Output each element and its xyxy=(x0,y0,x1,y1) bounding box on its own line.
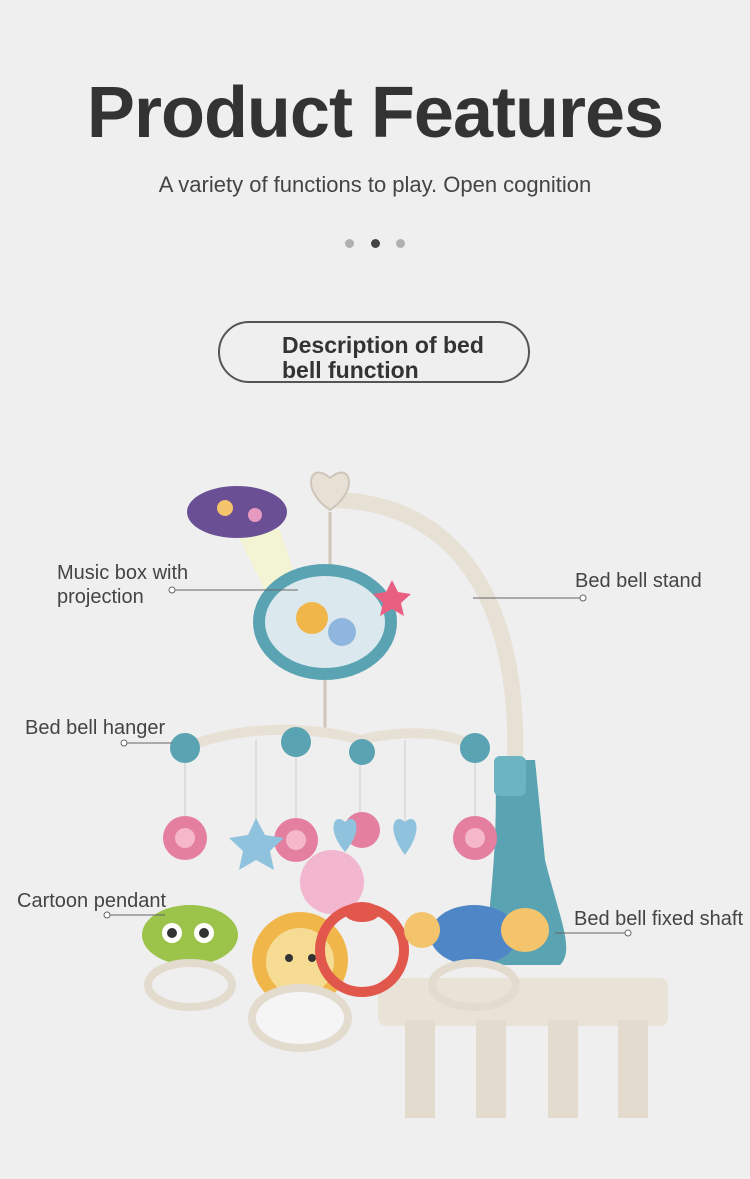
pager-dot[interactable] xyxy=(345,239,355,248)
callout-stand: Bed bell stand xyxy=(575,570,702,592)
star-button xyxy=(373,580,411,616)
page-subtitle: A variety of functions to play. Open cog… xyxy=(158,172,592,197)
bed-bell-hanger xyxy=(180,724,480,753)
pink-ball xyxy=(300,850,364,914)
star-ornament xyxy=(229,818,284,870)
callout-shaft: Bed bell fixed shaft xyxy=(574,908,743,930)
bed-bell-fixed-shaft xyxy=(487,760,567,965)
callout-music-box: Music box with projection xyxy=(57,562,189,608)
heart-ornament xyxy=(393,818,417,855)
elephant-pendant xyxy=(430,905,518,965)
owl-pendant xyxy=(142,905,238,965)
callout-hanger: Bed bell hanger xyxy=(25,717,166,739)
bed-bell-stand xyxy=(322,492,524,768)
callout-pendant: Cartoon pendant xyxy=(17,890,167,912)
section-label-line2: bell function xyxy=(282,357,419,383)
section-label-line1: Description of bed xyxy=(282,332,484,358)
pager-dot-active[interactable] xyxy=(370,239,380,248)
projection-image xyxy=(187,486,287,538)
section-label: Description of bed bell function xyxy=(218,321,530,383)
heart-hook xyxy=(310,471,350,512)
page-title: Product Features xyxy=(86,73,664,153)
pager-dot[interactable] xyxy=(395,239,405,248)
crib-rail xyxy=(378,978,668,1026)
carousel-pager xyxy=(0,235,750,253)
